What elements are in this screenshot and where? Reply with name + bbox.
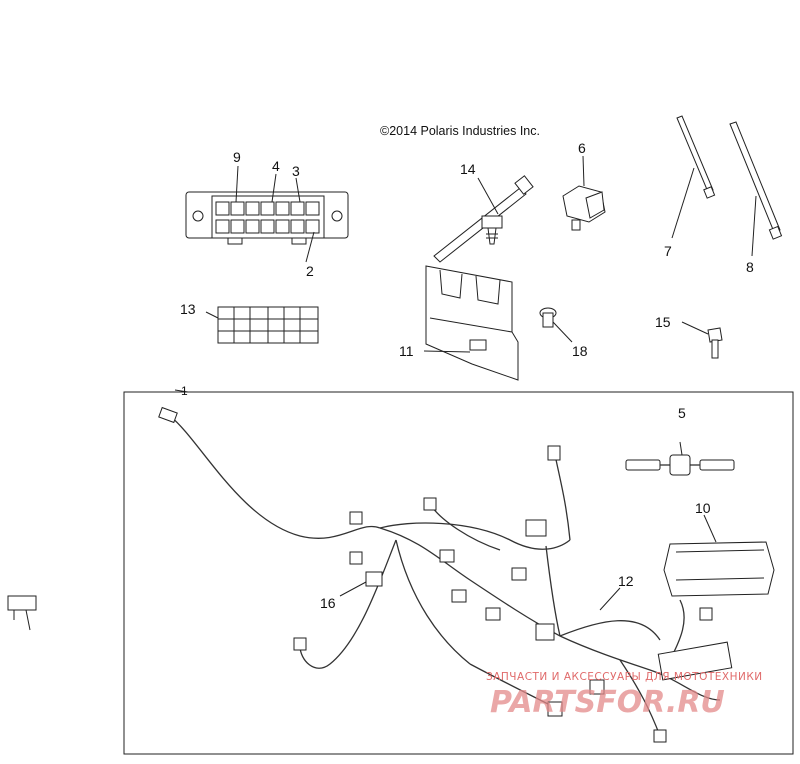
watermark-logo: PARTSFOR.RU <box>490 685 725 720</box>
callout-3: 3 <box>292 163 300 179</box>
cable-tie-mount-part <box>433 175 534 263</box>
relay-part <box>339 571 383 597</box>
loose-connector <box>7 595 37 631</box>
connector-part <box>562 155 606 231</box>
callout-5: 5 <box>678 405 686 421</box>
fuse-box-part <box>185 165 349 263</box>
callout-1: 1 <box>181 384 188 398</box>
callout-18: 18 <box>572 343 588 359</box>
watermark-text: ЗАПЧАСТИ И АКСЕССУАРЫ ДЛЯ МОТОТЕХНИКИ <box>486 671 763 683</box>
cable-tie-long-part <box>729 121 783 257</box>
callout-8: 8 <box>746 259 754 275</box>
callout-7: 7 <box>664 243 672 259</box>
callout-9: 9 <box>233 149 241 165</box>
callout-15: 15 <box>655 314 671 330</box>
callout-13: 13 <box>180 301 196 317</box>
callout-14: 14 <box>460 161 476 177</box>
label-decal-part <box>205 306 319 344</box>
callout-12: 12 <box>618 573 634 589</box>
copyright-text: ©2014 Polaris Industries Inc. <box>380 124 540 138</box>
harness-frame <box>123 391 794 755</box>
resistor-part <box>625 441 735 476</box>
callout-10: 10 <box>695 500 711 516</box>
callout-16: 16 <box>320 595 336 611</box>
fuse-slots <box>215 201 320 234</box>
cover-part <box>663 514 775 597</box>
bracket-part <box>423 265 519 381</box>
wire-harness <box>158 406 733 743</box>
callout-11: 11 <box>399 343 414 359</box>
screw-part <box>681 321 723 359</box>
callout-4: 4 <box>272 158 280 174</box>
callout-2: 2 <box>306 263 314 279</box>
push-rivet-part <box>539 307 573 343</box>
cable-tie-short-part <box>671 115 716 239</box>
callout-6: 6 <box>578 140 586 156</box>
